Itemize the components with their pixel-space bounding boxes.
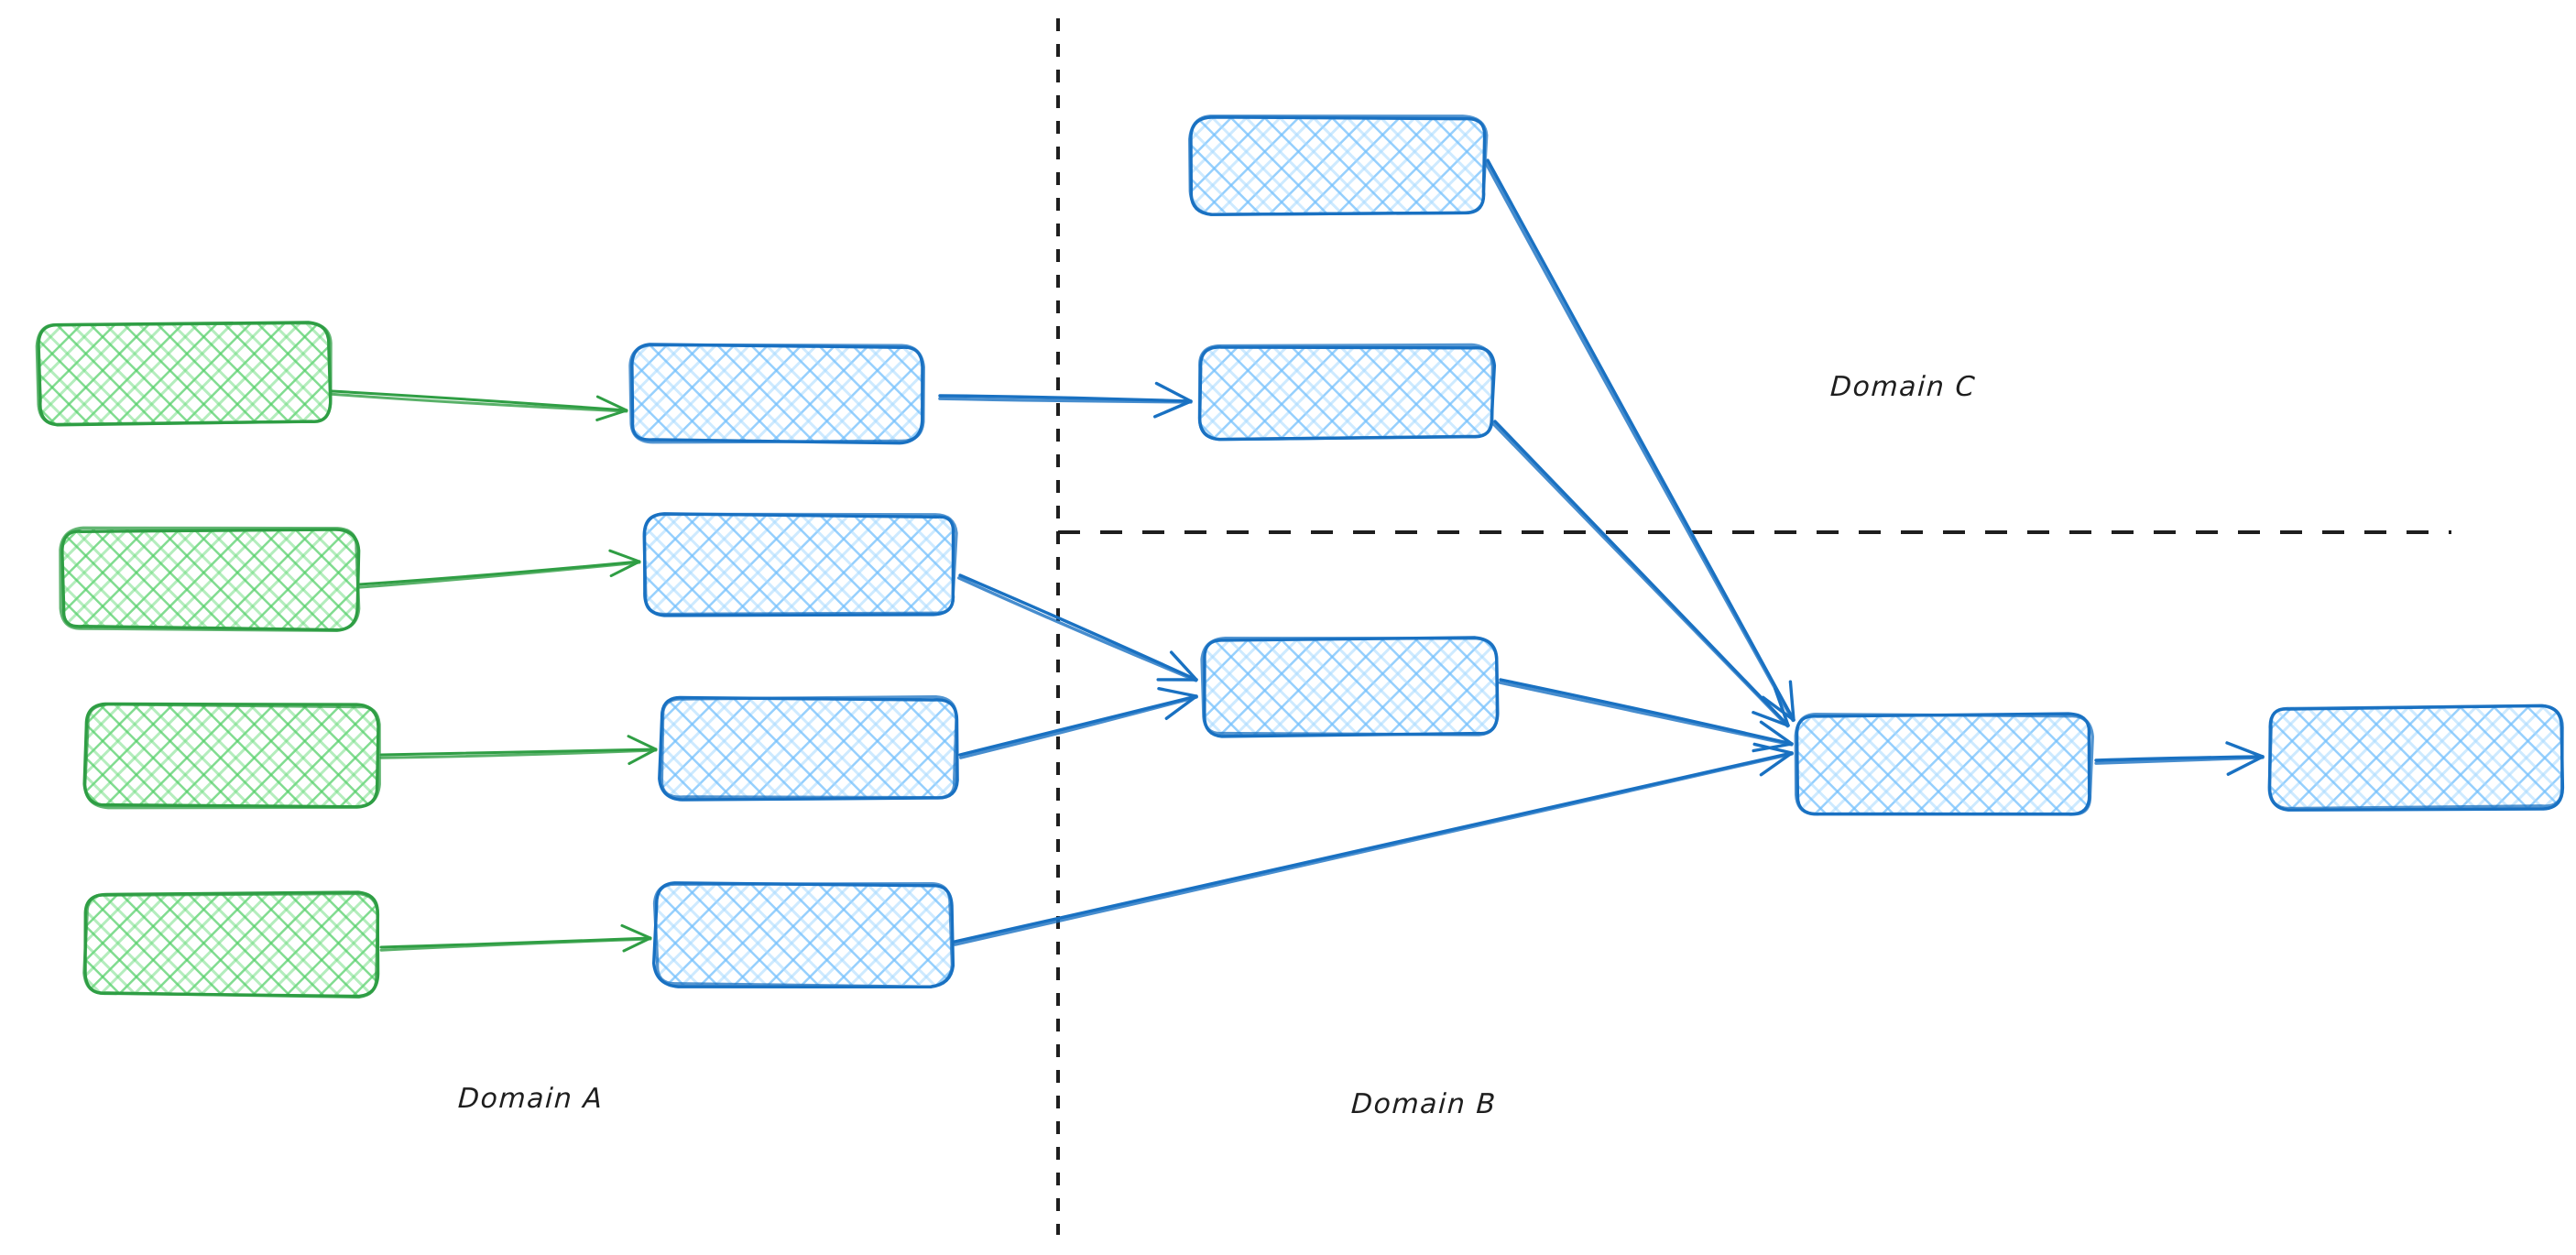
label-domain-b: Domain B <box>1350 1088 1498 1120</box>
arrowhead <box>609 560 641 578</box>
edge-e-b1-c2 <box>938 381 1193 419</box>
node-a4[interactable] <box>82 890 380 999</box>
node-outline-b1 <box>628 343 925 444</box>
edge-line <box>1483 159 1795 723</box>
edge-line <box>938 397 1193 404</box>
node-a2[interactable] <box>59 526 361 632</box>
arrowhead <box>2225 741 2265 758</box>
edge-e-c1-hub <box>1483 158 1796 723</box>
edge-e-a2-b2 <box>357 549 641 589</box>
node-outline-c3 <box>1200 637 1500 737</box>
edge-line <box>357 561 641 589</box>
node-outline-a1 <box>35 321 333 427</box>
node-outline-c2 <box>1197 343 1495 442</box>
edge-e-b3-c3 <box>958 686 1198 759</box>
edges-layer <box>330 158 2265 953</box>
arrowhead <box>2226 755 2265 776</box>
edge-line <box>379 748 658 757</box>
node-fill-a1 <box>38 324 330 423</box>
arrowhead <box>1152 399 1193 419</box>
node-outline-b2 <box>642 512 958 617</box>
edge-line <box>954 752 1794 946</box>
edge-line <box>330 392 628 413</box>
node-fill-b2 <box>644 515 955 614</box>
edge-line <box>1486 158 1796 722</box>
arrowhead <box>620 923 652 940</box>
label-domain-c: Domain C <box>1829 371 1977 403</box>
arrowhead <box>1761 695 1796 722</box>
node-fill-b1 <box>631 346 922 442</box>
arrowhead <box>1759 720 1794 746</box>
node-b2[interactable] <box>642 512 958 617</box>
edge-line <box>379 937 652 952</box>
node-fill-tail <box>2269 707 2562 808</box>
node-fill-b3 <box>661 698 956 799</box>
edge-e-hub-tail <box>2094 741 2265 776</box>
edge-line <box>959 695 1198 759</box>
node-a1[interactable] <box>35 321 333 427</box>
node-outline-hub <box>1794 712 2094 816</box>
node-c2[interactable] <box>1197 343 1497 442</box>
nodes-layer <box>35 115 2565 999</box>
node-fill-c1 <box>1192 117 1485 213</box>
edge-e-b4-hub <box>953 742 1794 946</box>
node-outline-c1 <box>1188 115 1489 216</box>
arrowhead <box>1759 751 1794 777</box>
dividers-layer <box>1056 18 2451 1235</box>
node-hub[interactable] <box>1794 712 2094 816</box>
node-c3[interactable] <box>1200 636 1500 738</box>
node-tail[interactable] <box>2267 704 2565 812</box>
edge-e-c2-hub <box>1491 420 1790 728</box>
node-outline-b3 <box>660 694 958 800</box>
node-b3[interactable] <box>658 694 959 802</box>
node-outline-tail <box>2267 704 2564 811</box>
node-b1[interactable] <box>628 343 925 445</box>
node-fill-hub <box>1797 715 2090 815</box>
arrowhead <box>1752 742 1794 753</box>
arrowhead <box>1788 680 1796 722</box>
edge-e-b2-c3 <box>957 573 1198 682</box>
node-outline-a4 <box>82 891 380 999</box>
node-fill-a4 <box>86 894 377 995</box>
arrowhead <box>1752 711 1790 727</box>
edge-e-a1-b1 <box>330 389 628 421</box>
arrowhead <box>595 395 628 412</box>
edge-line <box>957 576 1198 682</box>
edge-line <box>2094 756 2265 765</box>
edge-line <box>379 748 658 759</box>
edge-line <box>938 394 1193 403</box>
node-c1[interactable] <box>1188 115 1489 216</box>
node-fill-a2 <box>62 529 357 628</box>
edge-line <box>330 389 628 412</box>
node-outline-a2 <box>59 526 361 632</box>
edge-line <box>958 573 1198 682</box>
edge-e-a4-b4 <box>379 923 652 953</box>
node-b4[interactable] <box>651 881 955 989</box>
edge-line <box>1498 681 1794 747</box>
label-domain-a: Domain A <box>457 1083 605 1115</box>
edge-e-a3-b3 <box>379 735 658 766</box>
arrowhead <box>608 549 641 563</box>
node-fill-b4 <box>656 884 951 985</box>
node-fill-c3 <box>1204 639 1497 735</box>
node-fill-a3 <box>86 705 377 806</box>
edge-line <box>1491 421 1790 728</box>
arrowhead <box>627 735 658 751</box>
node-fill-c2 <box>1199 346 1492 438</box>
edge-line <box>357 560 641 586</box>
node-outline-b4 <box>652 882 955 989</box>
edge-e-c3-hub <box>1498 678 1794 753</box>
arrowhead <box>595 409 628 421</box>
arrowhead <box>1157 686 1198 698</box>
arrowhead <box>1774 687 1790 727</box>
node-outline-a3 <box>82 703 381 810</box>
arrowhead <box>1169 650 1198 682</box>
arrowhead <box>1154 381 1193 403</box>
arrowhead <box>622 936 652 953</box>
arrowhead <box>628 748 658 766</box>
arrowhead <box>1164 694 1198 720</box>
node-a3[interactable] <box>82 702 381 810</box>
